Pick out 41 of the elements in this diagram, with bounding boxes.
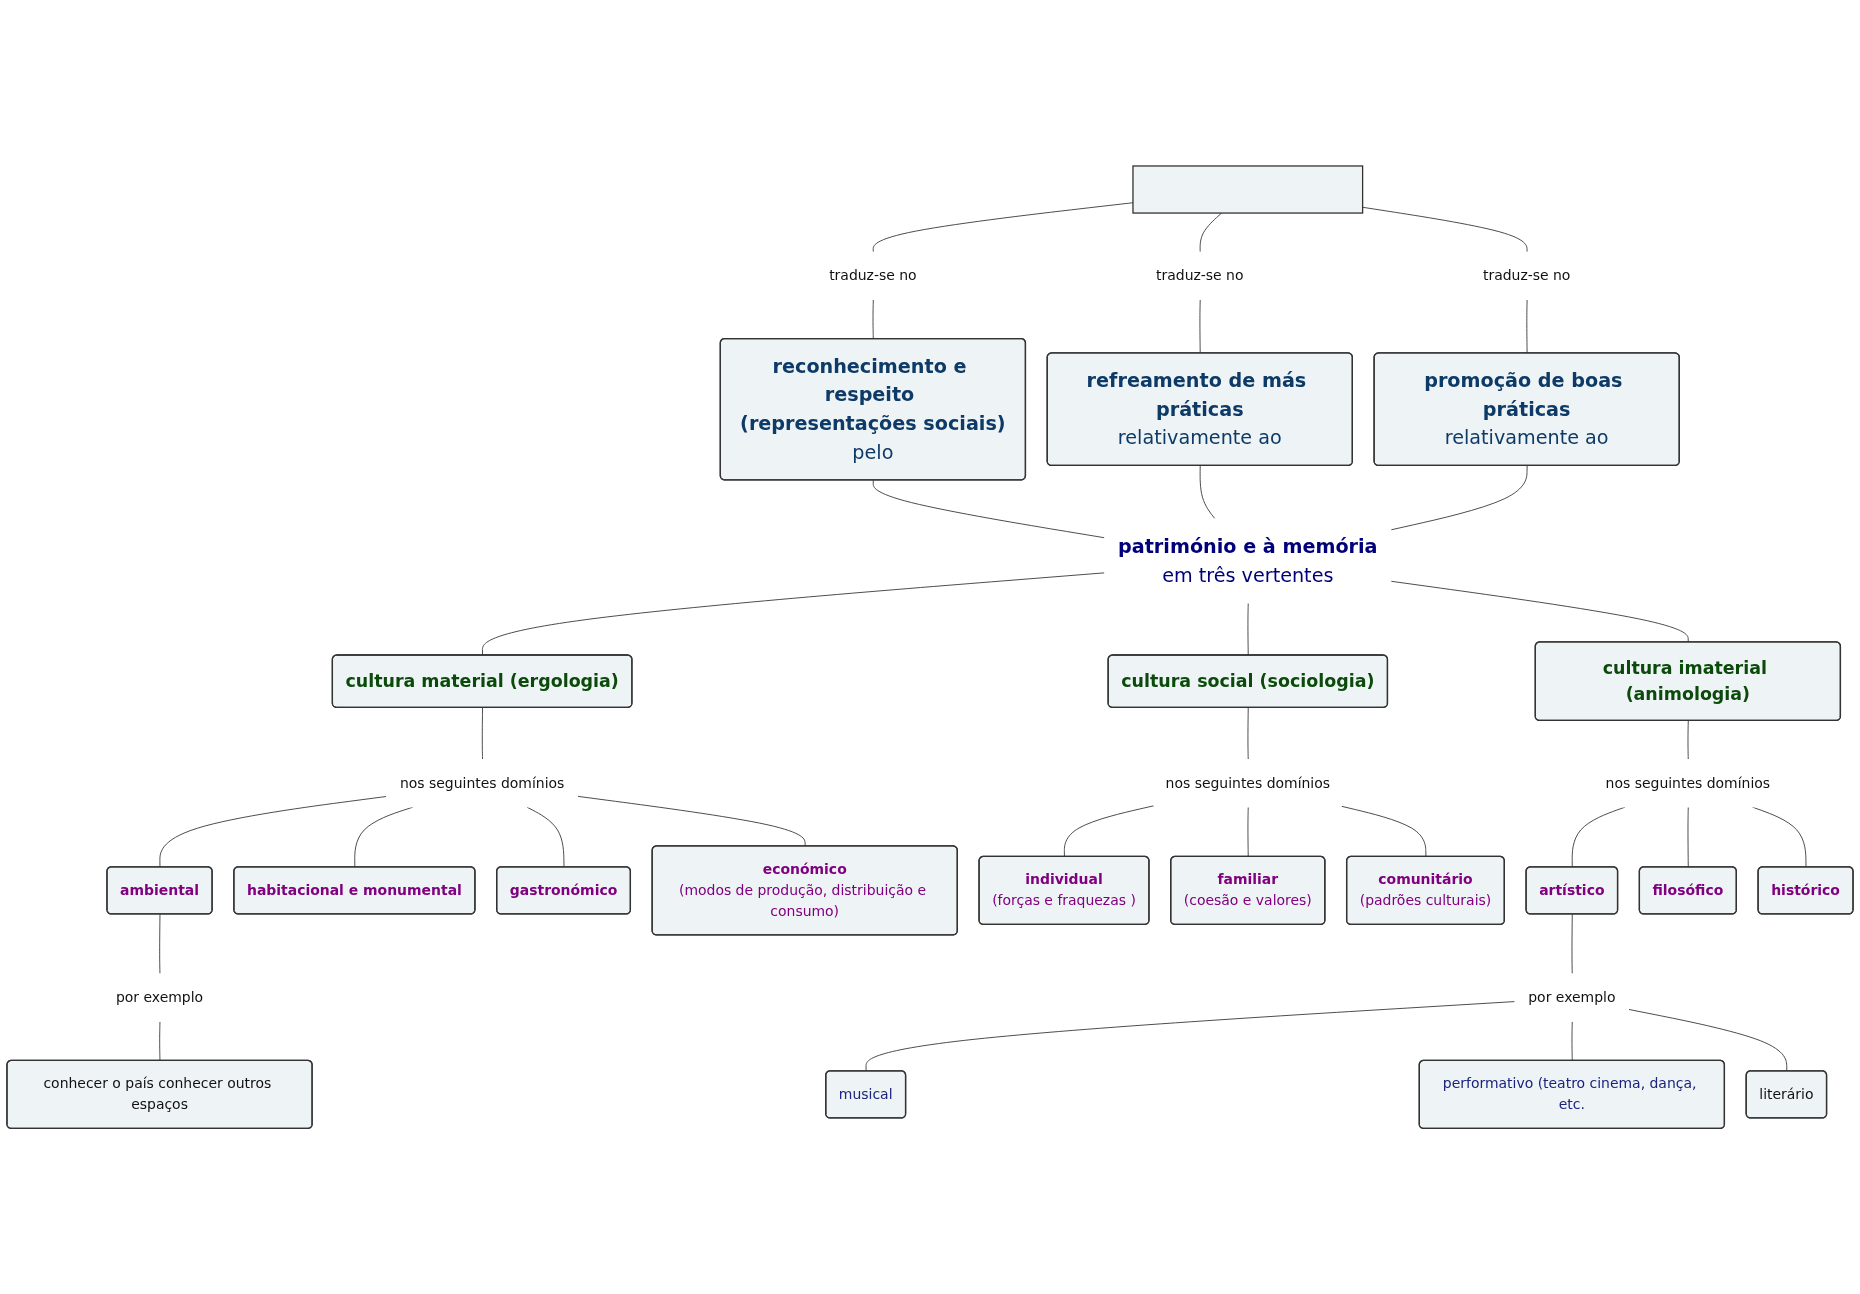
connector	[1687, 806, 1689, 868]
connector	[577, 795, 806, 847]
connector	[1247, 707, 1249, 761]
node-text: nos seguintes domínios	[1165, 774, 1331, 791]
connector	[1247, 602, 1249, 656]
node-text: nos seguintes domínios	[399, 774, 565, 791]
connector	[159, 795, 388, 868]
connector	[526, 806, 565, 868]
connector	[1199, 465, 1216, 520]
connector	[1199, 212, 1223, 253]
connector	[865, 1000, 1517, 1072]
connector	[1063, 805, 1155, 858]
node-text: traduz-se no	[1482, 266, 1571, 284]
connector	[872, 299, 874, 340]
node-text: por exemplo	[115, 988, 204, 1006]
connector	[1247, 806, 1249, 858]
connector	[354, 806, 414, 868]
connector	[1628, 1008, 1788, 1072]
node-box	[1132, 165, 1364, 214]
connector	[1362, 206, 1528, 253]
connector	[481, 707, 483, 761]
connector	[1341, 805, 1427, 858]
concept-map: traduz-se no traduz-se no traduz-se no reconhecimento e respeito (representações sociais) pelo refreamento de más práticas relativamente ao promoção de boas práticas relativamente ao património e à memória em três vertentes cultura material (ergologia) cultura social (sociologia) cultura imaterial (animologia) nos seguintes domínios nos seguintes domínios nos seguintes domínios ambiental habitacional e monumental gastronómico económico (modos de produção, distribuição e consumo) por exemplo conhecer o país conhecer outros espaços individual (forças e fraquezas ) familiar (coesão e valores) comunitário (padrões culturais) artístico filosófico histórico por exemplo musical performativo (teatro cinema, dança, etc. literário	[0, 158, 1860, 1136]
connector	[1752, 806, 1807, 868]
node-text: património e à memória em três vertentes	[1118, 535, 1378, 586]
node-text: traduz-se no	[1156, 266, 1244, 284]
connector	[159, 913, 161, 975]
node-text: nos seguintes domínios	[1605, 774, 1771, 791]
node-text: traduz-se no	[829, 266, 917, 284]
connector	[1199, 299, 1201, 354]
connector	[482, 572, 1106, 656]
connector	[1571, 806, 1626, 868]
connector	[159, 1020, 161, 1062]
node-text: por exemplo	[1528, 988, 1616, 1006]
connector	[1526, 299, 1528, 354]
connector	[1390, 580, 1689, 643]
connector	[872, 479, 1106, 539]
connector	[1571, 913, 1573, 975]
connector	[1571, 1020, 1573, 1062]
connector	[1687, 720, 1689, 761]
connector	[1390, 465, 1528, 531]
